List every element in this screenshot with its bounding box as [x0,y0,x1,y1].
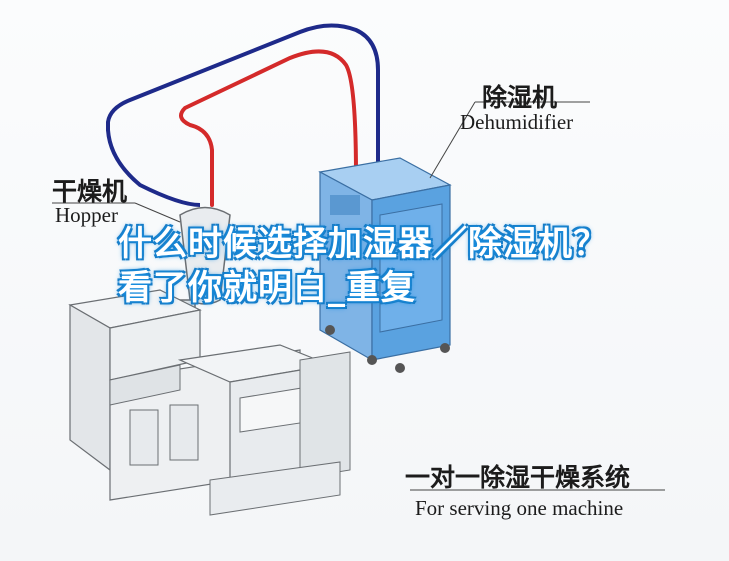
hopper-en-label: Hopper [55,203,118,227]
molding-machine [68,289,351,516]
red-pipe [179,49,358,207]
blue-pipe-drop [106,129,201,207]
system-en-label: For serving one machine [415,496,624,520]
blue-pipe [106,23,380,177]
leader-dehumidifier [429,101,476,179]
dehumidifier-cn-label: 除湿机 [482,83,558,112]
leader-hopper-link [134,202,181,223]
hopper-cn-label: 干燥机 [52,177,128,206]
dehumidifier-en-label: Dehumidifier [460,110,574,134]
system-cn-label: 一对一除湿干燥系统 [405,463,631,492]
dehumidifier-unit [318,157,452,373]
overlay-title: 什么时候选择加湿器／除湿机？看了你就明白_重复 [118,224,608,308]
hopper-cone [179,206,231,305]
